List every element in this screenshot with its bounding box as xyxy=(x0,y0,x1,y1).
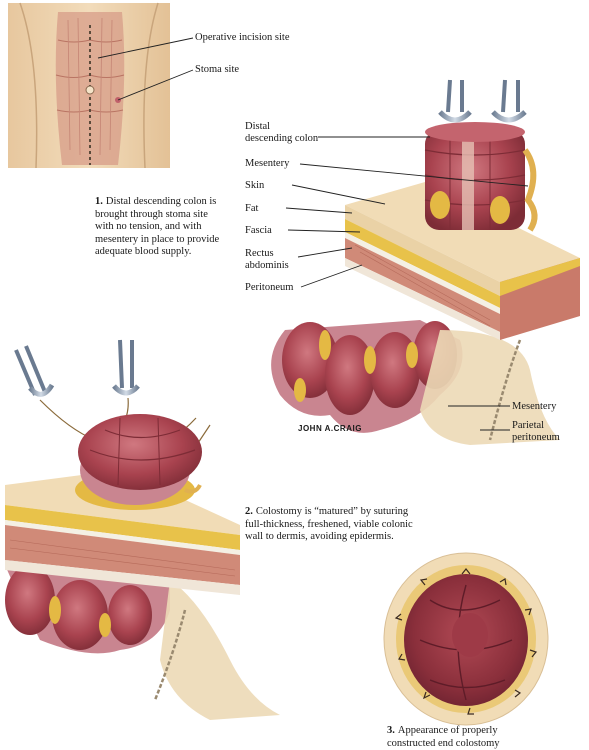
caption-2-line: wall to dermis, avoiding epidermis. xyxy=(245,531,394,542)
panel3-art xyxy=(383,552,549,726)
label-distal: Distal xyxy=(245,121,271,132)
label-parietal-peritoneum: peritoneum xyxy=(512,432,560,443)
caption-2-number: 2. xyxy=(245,506,253,517)
label-descending-colon: descending colon xyxy=(245,133,319,144)
caption-2-line: Colostomy is “matured” by suturing xyxy=(255,506,409,517)
label-mesentery: Mesentery xyxy=(245,158,290,169)
label-rectus: Rectus xyxy=(245,248,274,259)
label-fat: Fat xyxy=(245,203,259,214)
label-fascia: Fascia xyxy=(245,225,272,236)
caption-1-line: Distal descending colon is xyxy=(105,196,217,207)
panel2-art xyxy=(5,339,280,720)
caption-1-line: brought through stoma site xyxy=(95,208,208,220)
caption-step-2: 2.Colostomy is “matured” by suturing ful… xyxy=(245,506,465,544)
torso-figure xyxy=(8,2,194,169)
caption-2-line: full-thickness, freshened, viable coloni… xyxy=(245,518,413,530)
caption-3-number: 3. xyxy=(387,725,395,736)
caption-3-line: constructed end colostomy xyxy=(387,737,500,749)
caption-1-line: mesentery in place to provide xyxy=(95,233,220,245)
panel1-art xyxy=(271,79,580,445)
caption-step-1: 1.Distal descending colon is brought thr… xyxy=(95,196,270,259)
label-stoma-site: Stoma site xyxy=(195,64,240,75)
caption-1-line: adequate blood supply. xyxy=(95,246,192,257)
label-mesentery-lower: Mesentery xyxy=(512,401,557,412)
artist-signature: JOHN A.CRAIG xyxy=(298,424,362,433)
label-operative-incision-site: Operative incision site xyxy=(195,32,290,43)
label-skin: Skin xyxy=(245,180,265,191)
label-abdominis: abdominis xyxy=(245,260,289,271)
label-parietal: Parietal xyxy=(512,420,545,431)
caption-1-number: 1. xyxy=(95,196,103,207)
label-peritoneum: Peritoneum xyxy=(245,282,294,293)
caption-3-line: Appearance of properly xyxy=(397,725,498,736)
caption-1-line: with no tension, and with xyxy=(95,221,202,232)
caption-step-3: 3.Appearance of properly constructed end… xyxy=(387,725,567,750)
